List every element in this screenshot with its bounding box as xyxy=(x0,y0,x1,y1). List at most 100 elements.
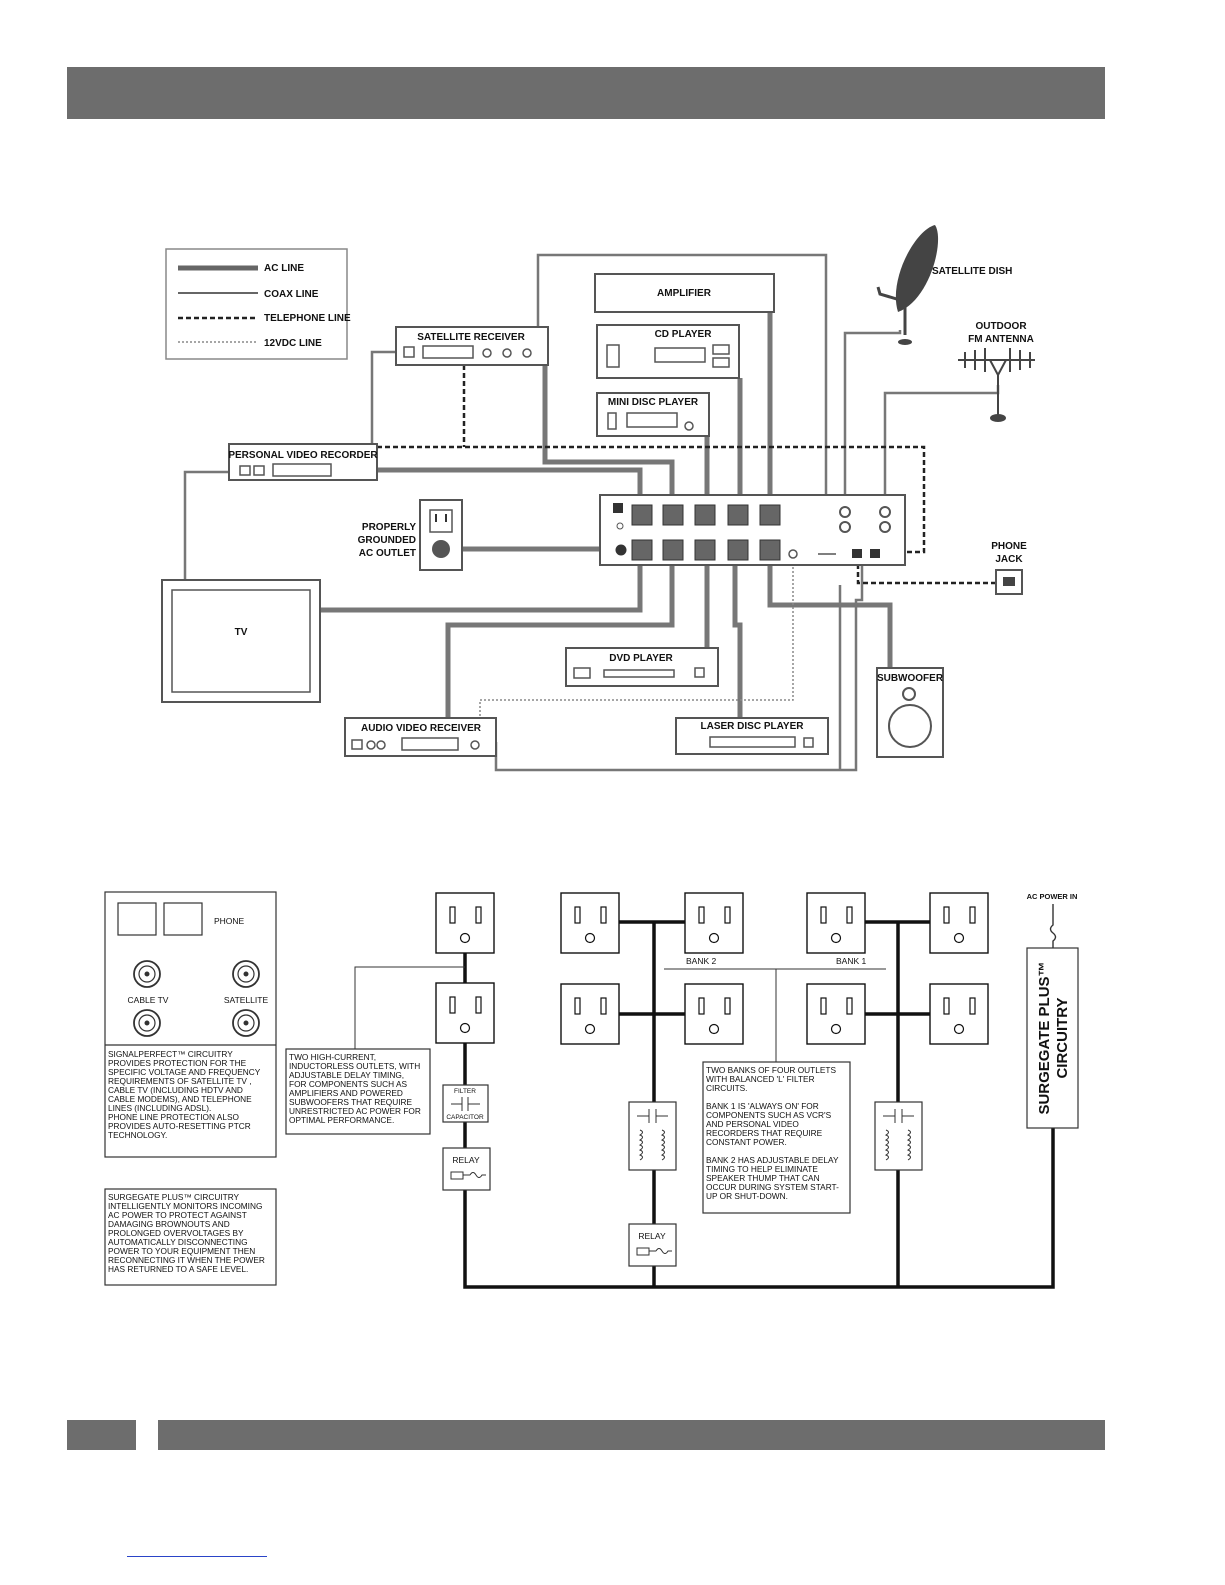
subwoofer-label: SUBWOOFER xyxy=(877,673,944,684)
signal-jack-panel: PHONE CABLE TV SATELLITE SIGNALPERFECT™ … xyxy=(104,891,277,1158)
satellite-dish: SATELLITE DISH xyxy=(876,225,1012,345)
surgegate-line: PROLONGED OVERVOLTAGES BY xyxy=(108,1228,244,1238)
circuit-diagram: PHONE CABLE TV SATELLITE SIGNALPERFECT™ … xyxy=(104,891,1079,1289)
bank2-outlet xyxy=(684,892,744,954)
phone-jack-label-1: PHONE xyxy=(991,541,1027,552)
laser-disc-label: LASER DISC PLAYER xyxy=(701,721,805,732)
dvd-player: DVD PLAYER xyxy=(565,647,719,687)
power-conditioner-unit xyxy=(599,494,906,566)
cd-player: CD PLAYER xyxy=(596,324,740,379)
capacitor-label: CAPACITOR xyxy=(446,1114,484,1121)
legend-telephone-line: TELEPHONE LINE xyxy=(264,313,351,324)
banks-line: COMPONENTS SUCH AS VCR'S xyxy=(706,1110,832,1120)
relay-1: RELAY xyxy=(442,1147,491,1191)
phone-jack: PHONE JACK xyxy=(991,541,1027,595)
high-current-outlet-2 xyxy=(435,982,495,1044)
cable-tv-label: CABLE TV xyxy=(128,995,169,1005)
satellite-label: SATELLITE xyxy=(224,995,269,1005)
signalperfect-line: REQUIREMENTS OF SATELLITE TV , xyxy=(108,1076,252,1086)
legend-12vdc-line: 12VDC LINE xyxy=(264,338,322,349)
banks-line: OCCUR DURING SYSTEM START- xyxy=(706,1182,839,1192)
fm-antenna xyxy=(958,348,1035,422)
mini-disc-player: MINI DISC PLAYER xyxy=(596,392,710,437)
tv-label: TV xyxy=(235,627,248,638)
relay-2-label: RELAY xyxy=(638,1231,666,1241)
filter-capacitor: FILTER CAPACITOR xyxy=(442,1084,489,1123)
outlets xyxy=(435,892,989,1045)
banks-line: BANK 2 HAS ADJUSTABLE DELAY xyxy=(706,1155,839,1165)
bank2-label: BANK 2 xyxy=(686,956,717,966)
high-current-line: TWO HIGH-CURRENT, xyxy=(289,1052,376,1062)
mini-disc-label: MINI DISC PLAYER xyxy=(608,397,699,408)
signalperfect-line: SPECIFIC VOLTAGE AND FREQUENCY xyxy=(108,1067,261,1077)
l-filter-bank2 xyxy=(628,1101,677,1171)
bank2-outlet xyxy=(560,983,620,1045)
surgegate-line: SURGEGATE PLUS™ CIRCUITRY xyxy=(108,1192,240,1202)
satellite-receiver-label: SATELLITE RECEIVER xyxy=(417,332,525,343)
high-current-note: TWO HIGH-CURRENT, INDUCTORLESS OUTLETS, … xyxy=(289,1052,423,1125)
audio-video-receiver: AUDIO VIDEO RECEIVER xyxy=(344,717,497,757)
high-current-line: OPTIMAL PERFORMANCE. xyxy=(289,1115,394,1125)
phone-label: PHONE xyxy=(214,916,245,926)
outlet-label-3: AC OUTLET xyxy=(359,548,416,559)
high-current-line: SUBWOOFERS THAT REQUIRE xyxy=(289,1097,413,1107)
satellite-dish-label: SATELLITE DISH xyxy=(932,266,1012,277)
signalperfect-line: SIGNALPERFECT™ CIRCUITRY xyxy=(108,1049,233,1059)
outlet-label-2: GROUNDED xyxy=(358,535,416,546)
banks-line: SPEAKER THUMP THAT CAN xyxy=(706,1173,820,1183)
amplifier-label: AMPLIFIER xyxy=(657,288,712,299)
banks-line: TIMING TO HELP ELIMINATE xyxy=(706,1164,818,1174)
banks-line: WITH BALANCED 'L' FILTER xyxy=(706,1074,815,1084)
bank1-outlet xyxy=(929,983,989,1045)
bank1-outlet xyxy=(806,892,866,954)
footer-page-number-block xyxy=(67,1420,136,1450)
banks-line: CONSTANT POWER. xyxy=(706,1137,787,1147)
surgegate-line: HAS RETURNED TO A SAFE LEVEL. xyxy=(108,1264,248,1274)
subwoofer: SUBWOOFER xyxy=(876,667,944,758)
l-filter-bank1 xyxy=(874,1101,923,1171)
high-current-line: INDUCTORLESS OUTLETS, WITH xyxy=(289,1061,420,1071)
legend-coax-line: COAX LINE xyxy=(264,289,319,300)
laser-disc-player: LASER DISC PLAYER xyxy=(675,717,829,755)
banks-line: RECORDERS THAT REQUIRE xyxy=(706,1128,823,1138)
banks-line: CIRCUITS. xyxy=(706,1083,748,1093)
high-current-line: FOR COMPONENTS SUCH AS xyxy=(289,1079,407,1089)
surgegate-label-2: CIRCUITRY xyxy=(1054,997,1071,1078)
surgegate-line: AC POWER TO PROTECT AGAINST xyxy=(108,1210,247,1220)
connection-diagram: AC LINE COAX LINE TELEPHONE LINE 12VDC L… xyxy=(161,225,1035,772)
high-current-line: ADJUSTABLE DELAY TIMING, xyxy=(289,1070,404,1080)
surgegate-line: AUTOMATICALLY DISCONNECTING xyxy=(108,1237,248,1247)
surgegate-line: POWER TO YOUR EQUIPMENT THEN xyxy=(108,1246,255,1256)
dc-lines xyxy=(479,555,794,718)
signalperfect-line: PROVIDES PROTECTION FOR THE xyxy=(108,1058,247,1068)
pvr-label: PERSONAL VIDEO RECORDER xyxy=(228,450,378,461)
footer-bar xyxy=(158,1420,1105,1450)
relay-2: RELAY xyxy=(628,1223,677,1267)
banks-line: TWO BANKS OF FOUR OUTLETS xyxy=(706,1065,836,1075)
surgegate-line: INTELLIGENTLY MONITORS INCOMING xyxy=(108,1201,262,1211)
signalperfect-line: LINES (INCLUDING ADSL). xyxy=(108,1103,211,1113)
footer-link-underline[interactable] xyxy=(127,1556,267,1557)
banks-line: BANK 1 IS 'ALWAYS ON' FOR xyxy=(706,1101,819,1111)
tv: TV xyxy=(161,579,321,703)
signalperfect-note: SIGNALPERFECT™ CIRCUITRY PROVIDES PROTEC… xyxy=(108,1049,262,1140)
surgegate-plus-box: SURGEGATE PLUS™ CIRCUITRY xyxy=(1026,947,1079,1129)
high-current-line: AMPLIFIERS AND POWERED xyxy=(289,1088,403,1098)
surgegate-note-box: SURGEGATE PLUS™ CIRCUITRY INTELLIGENTLY … xyxy=(104,1188,277,1286)
bank1-label: BANK 1 xyxy=(836,956,867,966)
surgegate-note: SURGEGATE PLUS™ CIRCUITRY INTELLIGENTLY … xyxy=(108,1192,267,1274)
filter-label: FILTER xyxy=(454,1088,476,1095)
bank1-outlet xyxy=(929,892,989,954)
phone-jack-label-2: JACK xyxy=(995,554,1023,565)
amplifier: AMPLIFIER xyxy=(594,273,775,313)
satellite-receiver: SATELLITE RECEIVER xyxy=(395,326,549,366)
surgegate-line: DAMAGING BROWNOUTS AND xyxy=(108,1219,230,1229)
header-bar xyxy=(67,67,1105,119)
antenna-label-1: OUTDOOR xyxy=(975,321,1027,332)
banks-note-box: TWO BANKS OF FOUR OUTLETS WITH BALANCED … xyxy=(702,1061,851,1214)
signalperfect-line: CABLE MODEMS), AND TELEPHONE xyxy=(108,1094,252,1104)
surgegate-label-1: SURGEGATE PLUS™ xyxy=(1036,961,1053,1114)
relay-1-label: RELAY xyxy=(452,1155,480,1165)
signalperfect-line: TECHNOLOGY. xyxy=(108,1130,167,1140)
